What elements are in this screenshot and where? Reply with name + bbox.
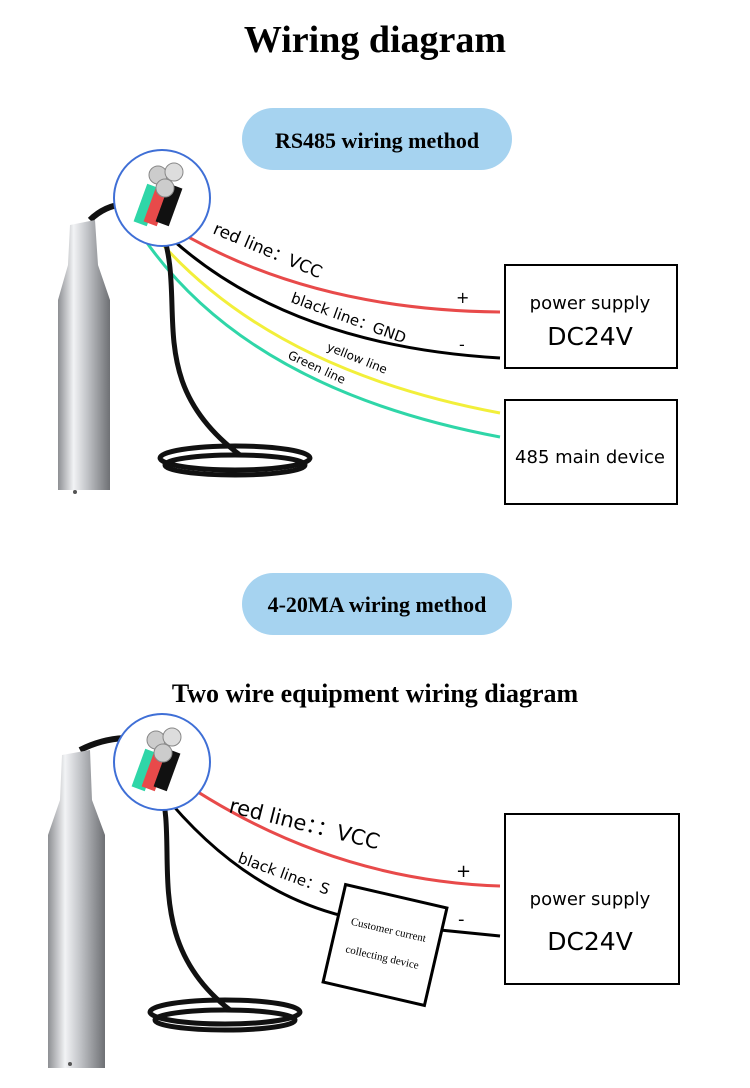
red-wire — [164, 768, 501, 888]
ma-badge — [242, 573, 512, 635]
ma-section: 4-20MA wiring method Two wire equipment … — [48, 573, 680, 1068]
minus-sign: - — [458, 909, 465, 930]
power-supply-voltage: DC24V — [547, 927, 633, 956]
black-wire-return — [439, 928, 501, 938]
ma-badge-label: 4-20MA wiring method — [268, 592, 487, 617]
yellow-wire — [153, 235, 501, 415]
power-supply-label: power supply — [530, 889, 651, 910]
minus-sign: - — [459, 335, 465, 354]
rs485-section: RS485 wiring method red line：VCC black l… — [58, 108, 678, 505]
black-wire — [158, 789, 344, 918]
wire-bundle-icon — [131, 727, 182, 792]
ma-subtitle: Two wire equipment wiring diagram — [172, 679, 579, 708]
wire-bundle-icon — [133, 162, 184, 227]
main-device-box — [504, 399, 678, 505]
power-supply-box — [504, 813, 680, 985]
black-wire — [158, 226, 501, 360]
rs485-badge — [242, 108, 512, 170]
plus-sign: + — [456, 288, 469, 307]
plus-sign: + — [456, 861, 471, 882]
page-title: Wiring diagram — [244, 19, 506, 61]
power-supply-box — [504, 264, 678, 369]
power-supply-label: power supply — [530, 293, 651, 314]
sensor-probe — [48, 735, 303, 1068]
green-wire — [143, 239, 501, 439]
current-collector-box: Customer current collecting device — [321, 882, 449, 1008]
rs485-badge-label: RS485 wiring method — [275, 128, 479, 153]
main-device-label: 485 main device — [515, 447, 665, 468]
power-supply-voltage: DC24V — [547, 322, 633, 351]
red-wire — [159, 218, 501, 314]
